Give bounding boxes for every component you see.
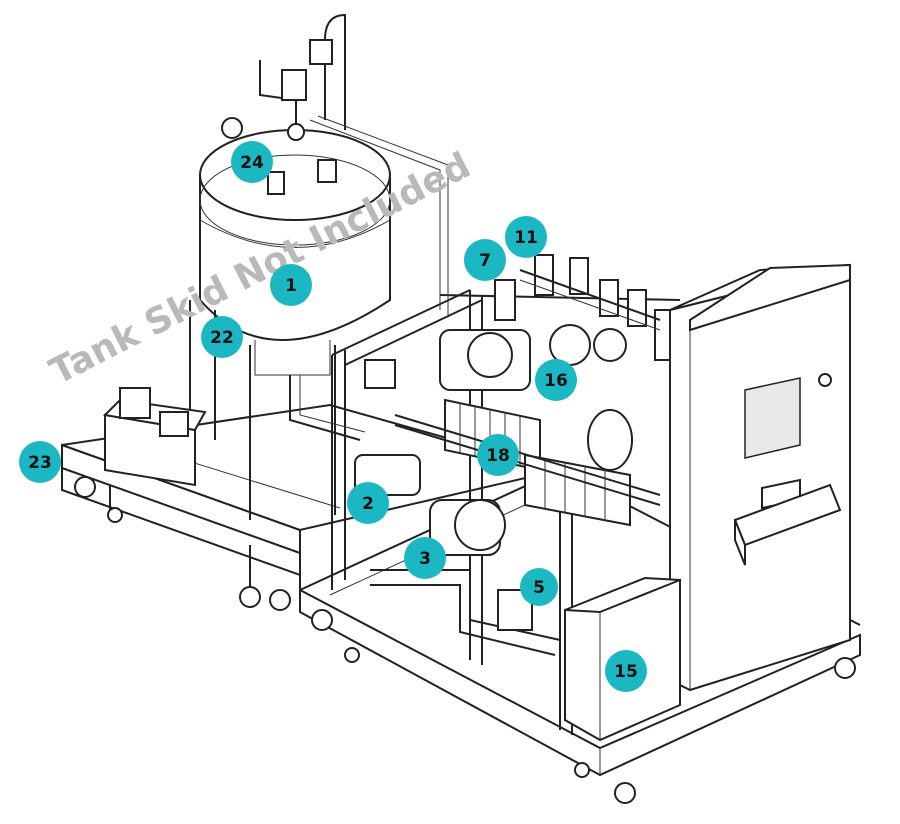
callout-23: 23 xyxy=(19,441,61,483)
callout-label: 18 xyxy=(486,446,510,466)
tank-lid-fittings xyxy=(221,13,449,315)
callout-badge xyxy=(201,316,243,358)
callout-7: 7 xyxy=(464,239,506,281)
casters xyxy=(74,476,856,804)
callout-11: 11 xyxy=(505,216,547,258)
callout-label: 1 xyxy=(285,276,297,296)
callout-label: 7 xyxy=(479,251,491,271)
callout-18: 18 xyxy=(477,434,519,476)
callout-label: 2 xyxy=(362,494,374,514)
callout-5: 5 xyxy=(520,568,558,606)
callout-16: 16 xyxy=(535,359,577,401)
tank-skid-boxes xyxy=(102,387,207,487)
callout-label: 5 xyxy=(533,578,545,598)
callout-15: 15 xyxy=(605,650,647,692)
control-cabinet xyxy=(669,263,851,692)
callout-badge xyxy=(270,264,312,306)
callout-label: 22 xyxy=(210,328,234,348)
callout-22: 22 xyxy=(201,316,243,358)
callout-badge xyxy=(231,141,273,183)
callout-badge xyxy=(505,216,547,258)
callout-badge xyxy=(19,441,61,483)
callout-label: 15 xyxy=(614,662,638,682)
callout-1: 1 xyxy=(270,264,312,306)
callout-badge xyxy=(520,568,558,606)
callout-24: 24 xyxy=(231,141,273,183)
callout-badge xyxy=(535,359,577,401)
callout-3: 3 xyxy=(404,537,446,579)
callout-badge xyxy=(477,434,519,476)
callout-label: 16 xyxy=(544,371,568,391)
callout-label: 3 xyxy=(419,549,431,569)
callout-badge xyxy=(605,650,647,692)
callout-label: 11 xyxy=(514,228,538,248)
callout-label: 23 xyxy=(28,453,52,473)
callout-badge xyxy=(464,239,506,281)
callout-badge xyxy=(347,482,389,524)
callout-2: 2 xyxy=(347,482,389,524)
callout-label: 24 xyxy=(240,153,264,173)
callout-badge xyxy=(404,537,446,579)
